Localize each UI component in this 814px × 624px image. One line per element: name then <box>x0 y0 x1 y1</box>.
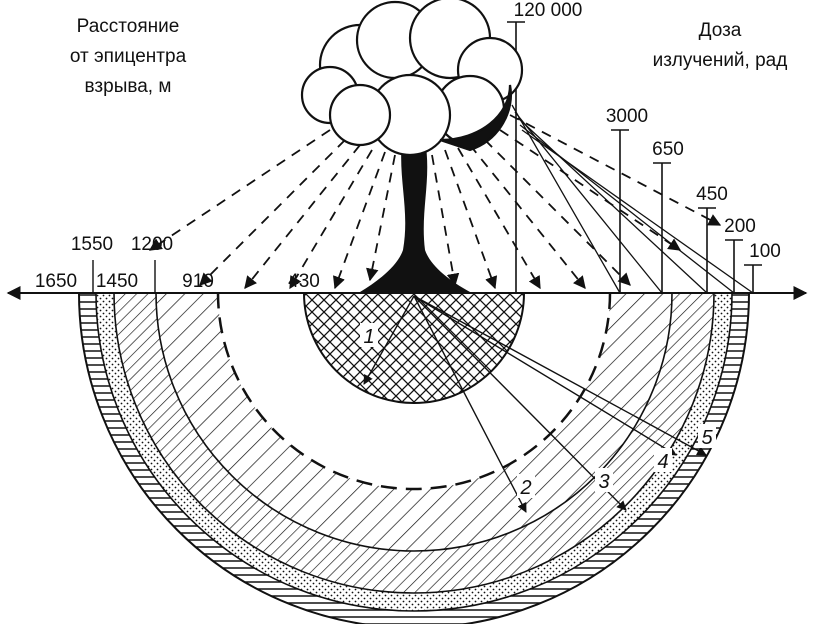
distance-label: 1550 <box>71 234 113 255</box>
dashed-boundary <box>216 293 612 491</box>
left-caption-line1: Расстояние <box>77 16 180 37</box>
distance-label: 1650 <box>35 271 77 292</box>
zone-label-5: 5 <box>701 427 713 449</box>
dose-lines <box>511 104 754 294</box>
zone-pointers <box>363 295 707 513</box>
zone-labels: 1 2 3 4 5 <box>360 323 716 499</box>
left-caption-line3: взрыва, м <box>85 76 172 97</box>
distance-label: 1200 <box>131 234 173 255</box>
distance-label: 910 <box>182 271 214 292</box>
distance-labels: 1650 1550 1450 1200 910 430 <box>35 234 320 292</box>
distance-label: 1450 <box>96 271 138 292</box>
mushroom-stem <box>360 140 470 292</box>
right-caption-line2: излучений, рад <box>653 50 788 71</box>
dose-label: 650 <box>652 139 684 160</box>
distance-label: 430 <box>288 271 320 292</box>
radiation-rays <box>148 114 722 290</box>
left-caption: Расстояние от эпицентра взрыва, м <box>70 16 187 97</box>
dose-label: 3000 <box>606 106 648 127</box>
zone-label-2: 2 <box>519 477 531 499</box>
distance-axis <box>6 260 808 300</box>
dose-label: 200 <box>724 216 756 237</box>
zone-1-fill <box>303 293 525 404</box>
dose-labels: 120 000 3000 650 450 200 100 <box>514 0 781 262</box>
zone-label-4: 4 <box>657 451 668 473</box>
zone-label-1: 1 <box>363 326 374 348</box>
mushroom-cloud <box>300 0 524 157</box>
right-caption-line1: Доза <box>699 20 742 41</box>
left-caption-line2: от эпицентра <box>70 46 187 67</box>
dose-label: 120 000 <box>514 0 583 21</box>
zone-label-3: 3 <box>598 471 609 493</box>
dose-label: 100 <box>749 241 781 262</box>
right-caption: Доза излучений, рад <box>653 20 788 71</box>
zone-rings <box>78 293 750 624</box>
dose-label: 450 <box>696 184 728 205</box>
